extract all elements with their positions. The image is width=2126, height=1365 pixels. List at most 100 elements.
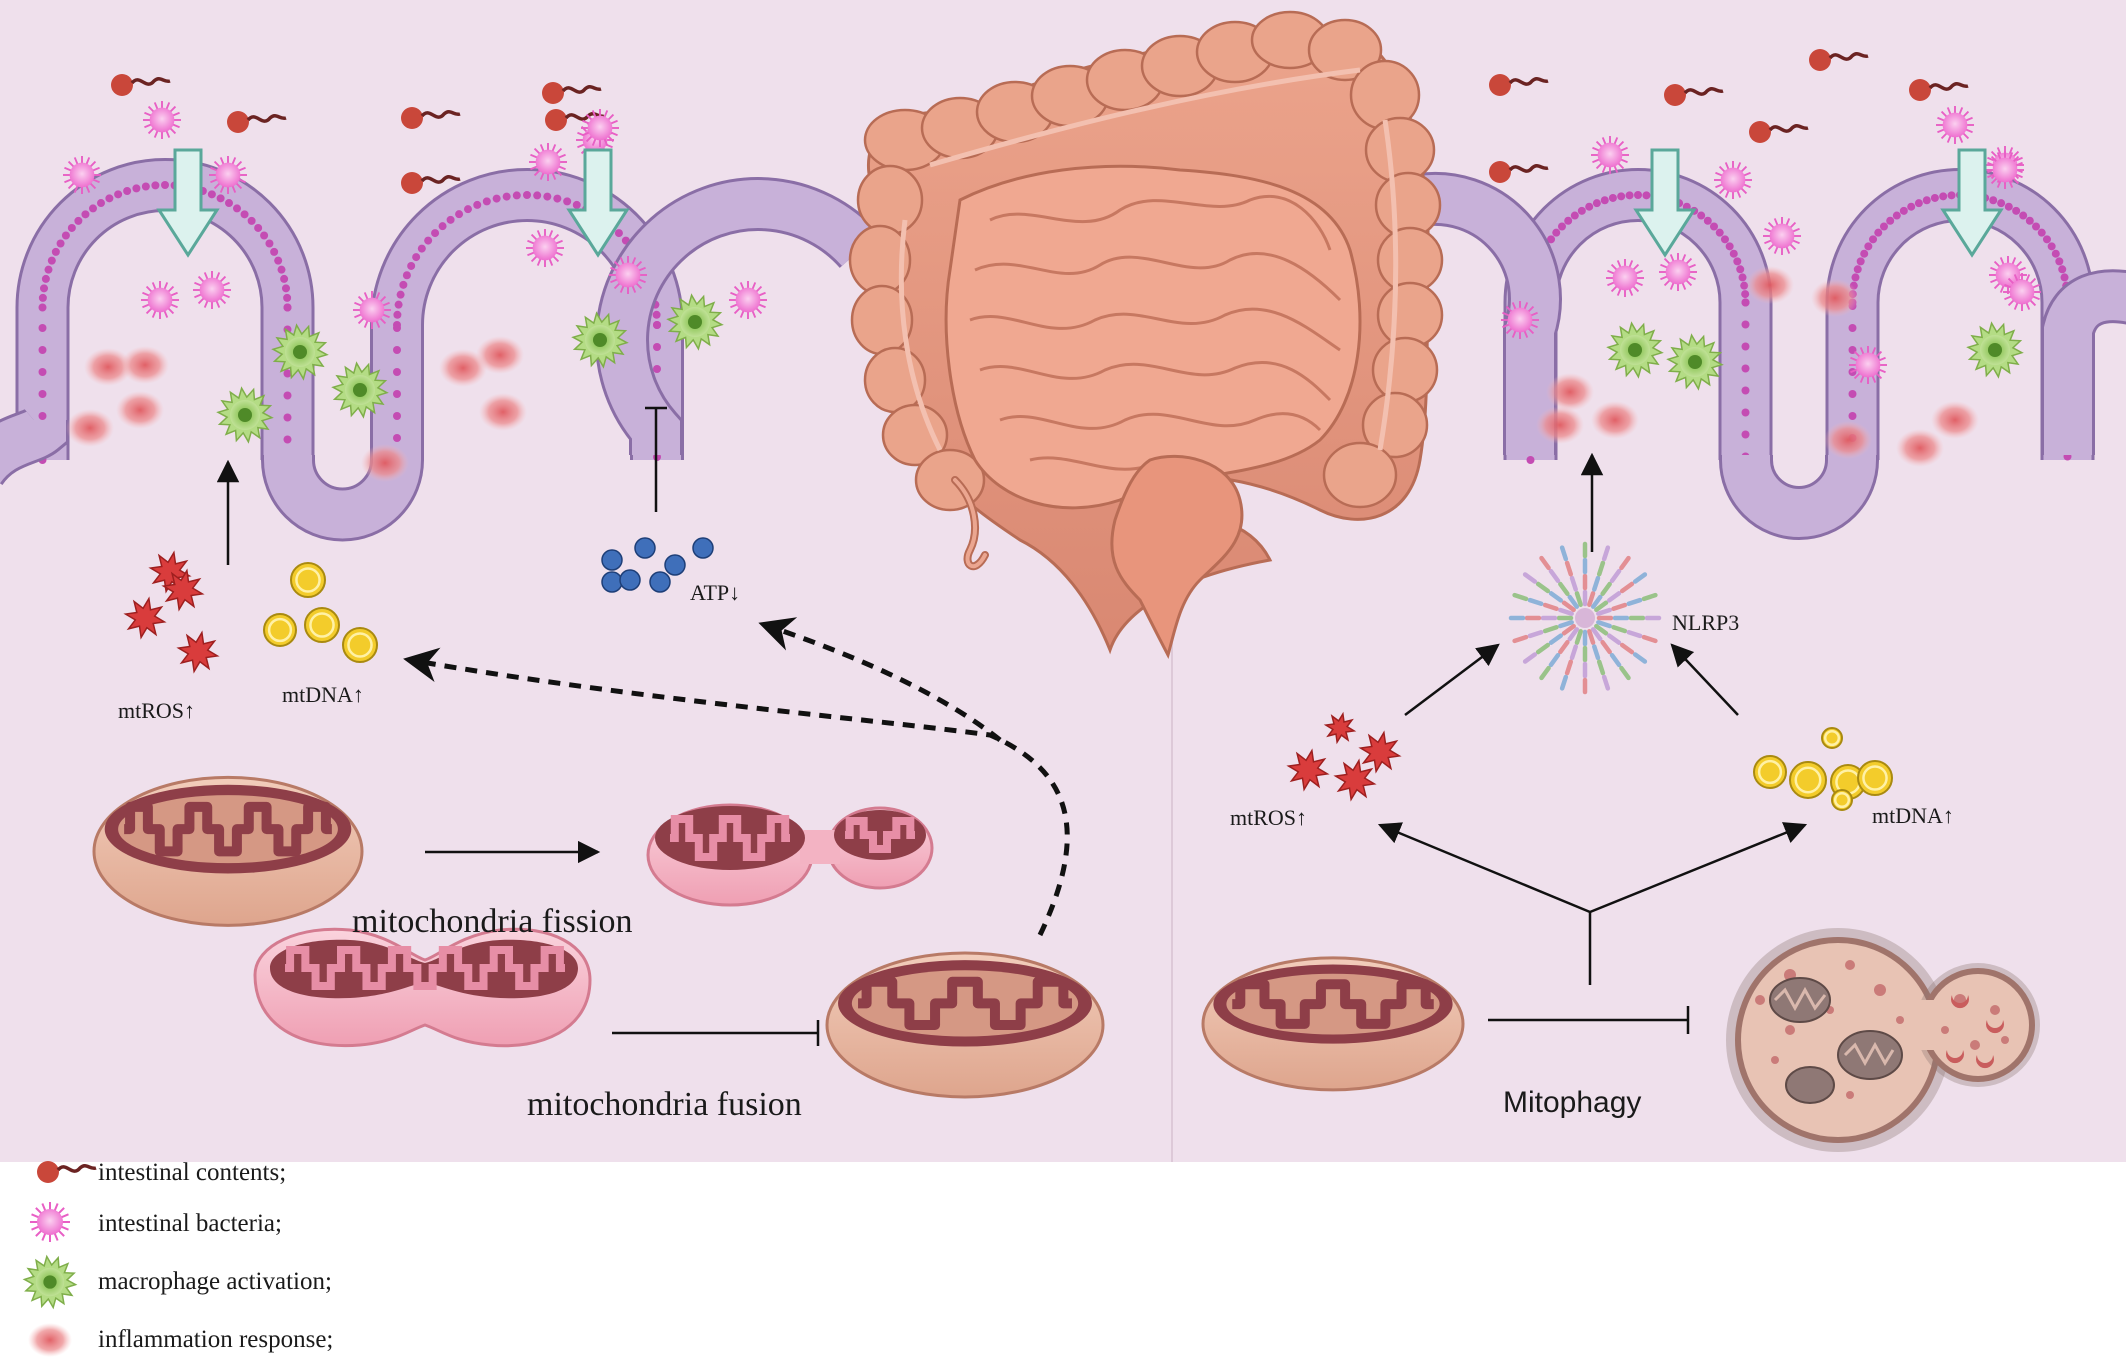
atp-icon (649, 571, 671, 593)
label-atp: ATP↓ (690, 580, 740, 605)
macrophage-icon (331, 361, 389, 419)
bacteria-icon (1714, 161, 1752, 199)
right-mitochondrial-products (1286, 711, 1893, 811)
mtdna-icon (1821, 727, 1843, 749)
intestinal-contents-icon (37, 1161, 97, 1183)
legend-label: macrophage activation; (98, 1268, 332, 1295)
macrophage-icon (22, 1254, 78, 1310)
atp-icon (664, 554, 686, 576)
mtdna-icon (342, 627, 378, 663)
intestinal-contents-icon (1749, 121, 1809, 143)
mtdna-icon (1789, 761, 1827, 799)
label-nlrp3: NLRP3 (1672, 610, 1739, 635)
bacteria-icon (353, 291, 391, 329)
intestinal-contents-icon (542, 82, 602, 104)
down-arrow-icon (1633, 148, 1697, 258)
nlrp3-inflammasome (1508, 541, 1662, 695)
intestinal-contents-icon (1909, 79, 1969, 101)
bacterial-invasion-arrows (156, 148, 2004, 258)
label-mitophagy: Mitophagy (1503, 1086, 1641, 1119)
macrophage-icon (1966, 321, 2024, 379)
legend-item-macrophage-activation: macrophage activation; (22, 1254, 332, 1310)
atp-icon (601, 571, 623, 593)
inflammation-icon (84, 348, 132, 386)
atp-icon (601, 549, 623, 571)
bacteria-icon (30, 1202, 70, 1242)
bacteria-icon (1501, 301, 1539, 339)
arrow-mtros-to-nlrp3 (1404, 643, 1500, 716)
bacteria-icon (63, 156, 101, 194)
inflammation-icon (1896, 429, 1944, 467)
left-mitochondrial-products (123, 537, 714, 674)
mtros-icon (1333, 758, 1377, 802)
intestinal-contents-icon (1664, 84, 1724, 106)
mitochondrion-fission (646, 803, 934, 907)
legend: intestinal contents; intestinal bacteria… (22, 1159, 333, 1357)
macrophage-icon (571, 311, 629, 369)
bacteria-icon (609, 256, 647, 294)
lumen-particles (63, 49, 2041, 482)
inflammation-icon (1546, 373, 1594, 411)
atp-icon (634, 537, 656, 559)
mitochondrion-normal (92, 775, 364, 927)
down-arrow-icon (1940, 148, 2004, 258)
bacteria-icon (1936, 106, 1974, 144)
legend-item-intestinal-bacteria: intestinal bacteria; (30, 1202, 282, 1242)
macrophage-icon (271, 323, 329, 381)
mtros-icon (1358, 730, 1402, 774)
inflammation-icon (1811, 279, 1859, 317)
inflammation-icon (1536, 406, 1584, 444)
label-mitochondria-fusion: mitochondria fusion (527, 1086, 802, 1123)
bacteria-icon (193, 271, 231, 309)
inhibit-mitophagy (1488, 1006, 1690, 1034)
dashed-arrow-to-atp (758, 617, 1002, 742)
mtdna-icon (290, 562, 326, 598)
mitochondrion-damaged (1201, 956, 1465, 1092)
mtdna-icon (1831, 789, 1853, 811)
inflammation-icon (1746, 266, 1794, 304)
mitochondrion-fission-product (825, 951, 1105, 1099)
inflammation-icon (66, 409, 114, 447)
inflammation-icon (439, 349, 487, 387)
inflammation-icon (1591, 401, 1639, 439)
label-mtros-left: mtROS↑ (118, 698, 195, 723)
intestinal-contents-icon (401, 172, 461, 194)
intestinal-contents-icon (111, 74, 171, 96)
inflammation-icon (476, 336, 524, 374)
inflammation-icon (121, 346, 169, 384)
bacteria-icon (1606, 259, 1644, 297)
mtros-icon (161, 568, 205, 612)
bacteria-icon (143, 101, 181, 139)
bacteria-icon (30, 1202, 70, 1242)
bacteria-icon (209, 156, 247, 194)
inflammation-icon (1931, 401, 1979, 439)
intestinal-contents-icon (1809, 49, 1869, 71)
inflammation-icon (361, 444, 409, 482)
macrophage-icon (22, 1254, 78, 1310)
intestine-illustration (848, 10, 1444, 660)
legend-item-inflammation-response: inflammation response; (28, 1323, 333, 1357)
bacteria-icon (141, 281, 179, 319)
mtros-icon (123, 596, 167, 640)
atp-icon (619, 569, 641, 591)
mtdna-icon (1753, 755, 1787, 789)
macrophage-icon (666, 293, 724, 351)
down-arrow-icon (156, 148, 220, 258)
dashed-arrow-to-mtdna (403, 647, 1070, 937)
atp-icon (692, 537, 714, 559)
bacteria-icon (1763, 217, 1801, 255)
inflammation-icon (479, 393, 527, 431)
branch-arrows-mitophagy (1377, 822, 1808, 985)
mitochondrion-fused (253, 927, 592, 1048)
bacteria-icon (526, 229, 564, 267)
legend-label: inflammation response; (98, 1326, 333, 1353)
bacteria-icon (581, 109, 619, 147)
mtros-icon (1286, 748, 1330, 792)
mtdna-icon (304, 607, 340, 643)
intestinal-contents-icon (401, 107, 461, 129)
bacteria-icon (729, 281, 767, 319)
inhibit-fusion (612, 1020, 820, 1046)
intestinal-contents-icon (1489, 161, 1549, 183)
legend-item-intestinal-contents: intestinal contents; (37, 1159, 286, 1186)
